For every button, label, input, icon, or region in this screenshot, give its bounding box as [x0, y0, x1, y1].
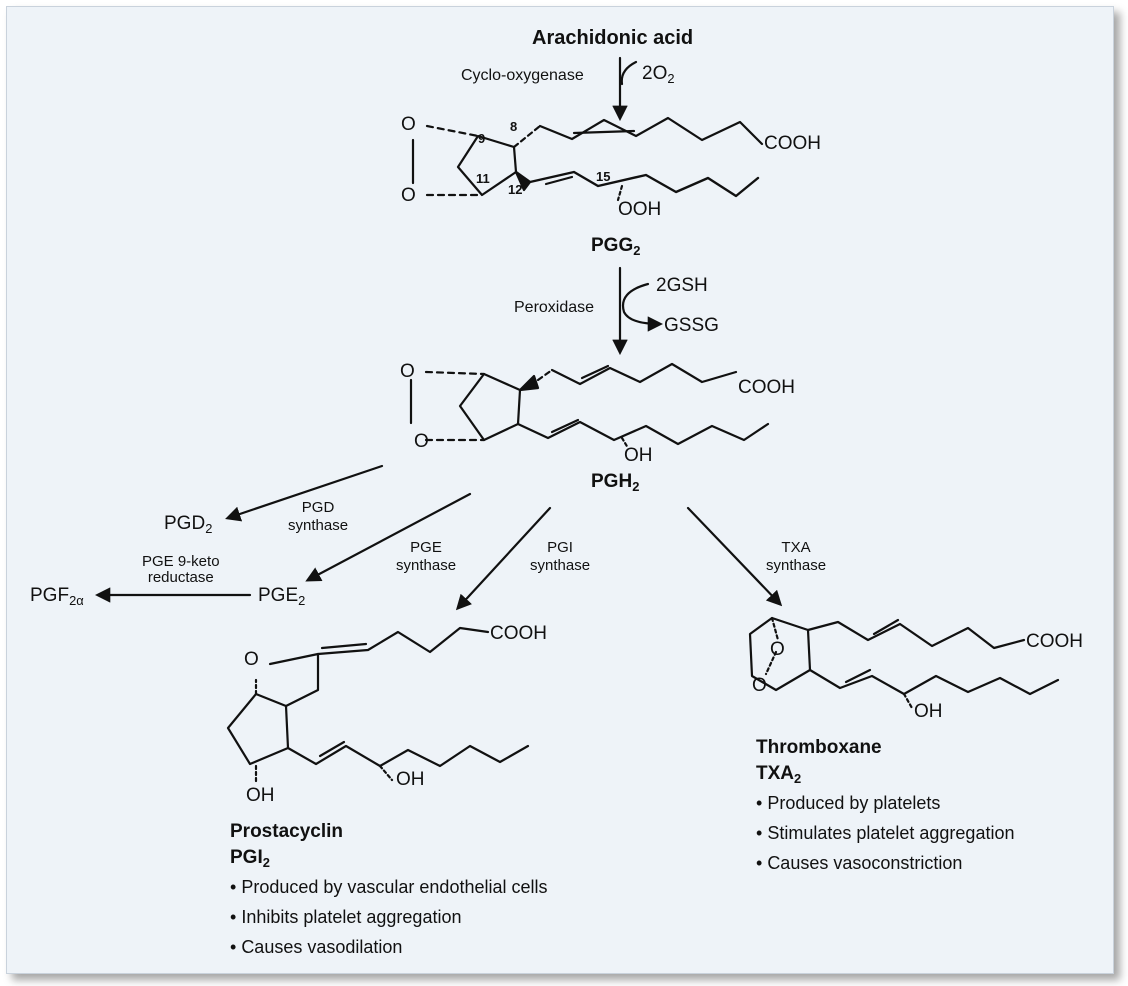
cox-enzyme-label: Cyclo-oxygenase: [461, 67, 584, 84]
txa2-structure: [748, 616, 1060, 710]
pge2-product: PGE2: [258, 585, 306, 609]
arachidonic-acid-label: Arachidonic acid: [532, 27, 694, 49]
pgg2-cooh: COOH: [764, 133, 821, 154]
thromboxane-bullet-3: • Causes vasoconstriction: [756, 853, 963, 873]
peroxidase-arrow: [612, 266, 664, 356]
pgh2-structure: [409, 362, 770, 450]
thromboxane-bullet-1: • Produced by platelets: [756, 793, 941, 813]
pgg2-pos-12: 12: [508, 182, 523, 197]
cox-arrow: [612, 56, 638, 122]
pgi2-structure: [226, 626, 530, 784]
pgi2-ring-o: O: [244, 649, 259, 670]
txa2-cooh: COOH: [1026, 631, 1083, 652]
pgg2-pos-11: 11: [476, 171, 490, 186]
peroxidase-label: Peroxidase: [514, 299, 595, 316]
pgi2-ring-oh: OH: [246, 785, 275, 806]
pge-arrow: [305, 492, 472, 582]
pgg2-label: PGG2: [591, 235, 641, 259]
pgh2-oh: OH: [624, 445, 653, 466]
pgf2a-product: PGF2α: [30, 585, 84, 609]
pgg2-o-top: O: [401, 114, 416, 135]
pgg2-ooh: OOH: [618, 199, 662, 220]
pgg2-pos-8: 8: [510, 119, 518, 134]
pgg2-pos-9: 9: [478, 131, 486, 146]
txa2-o-top: O: [770, 639, 785, 660]
diagram-frame: [6, 6, 1114, 974]
thromboxane-bullet-2: • Stimulates platelet aggregation: [756, 823, 1015, 843]
txa2-o-bottom: O: [752, 675, 767, 696]
prostacyclin-bullet-2: • Inhibits platelet aggregation: [230, 907, 462, 927]
pgd2-product: PGD2: [164, 513, 213, 537]
pgg2-pos-15: 15: [596, 169, 611, 184]
prostacyclin-name: Prostacyclin: [230, 821, 343, 842]
pgi2-chain-oh: OH: [396, 769, 425, 790]
prostacyclin-bullet-3: • Causes vasodilation: [230, 937, 403, 957]
thromboxane-abbr: TXA2: [756, 763, 802, 787]
cox-cofactor: 2O2: [642, 63, 675, 87]
prostacyclin-bullet-1: • Produced by vascular endothelial cells: [230, 877, 548, 897]
prostacyclin-abbr: PGI2: [230, 847, 270, 871]
pgh2-cooh: COOH: [738, 377, 795, 398]
gsh-label: 2GSH: [656, 275, 708, 296]
pgh2-o-bottom: O: [414, 431, 429, 452]
gssg-label: GSSG: [664, 315, 719, 336]
pgh2-o-top: O: [400, 361, 415, 382]
pgh2-label: PGH2: [591, 471, 640, 495]
pgi-arrow: [455, 506, 552, 611]
pgi2-cooh: COOH: [490, 623, 547, 644]
pgg2-o-bottom: O: [401, 185, 416, 206]
txa2-oh: OH: [914, 701, 943, 722]
pgg2-structure: [411, 116, 764, 202]
pgd-arrow: [225, 464, 384, 522]
txa-arrow: [686, 506, 783, 607]
thromboxane-name: Thromboxane: [756, 737, 882, 758]
